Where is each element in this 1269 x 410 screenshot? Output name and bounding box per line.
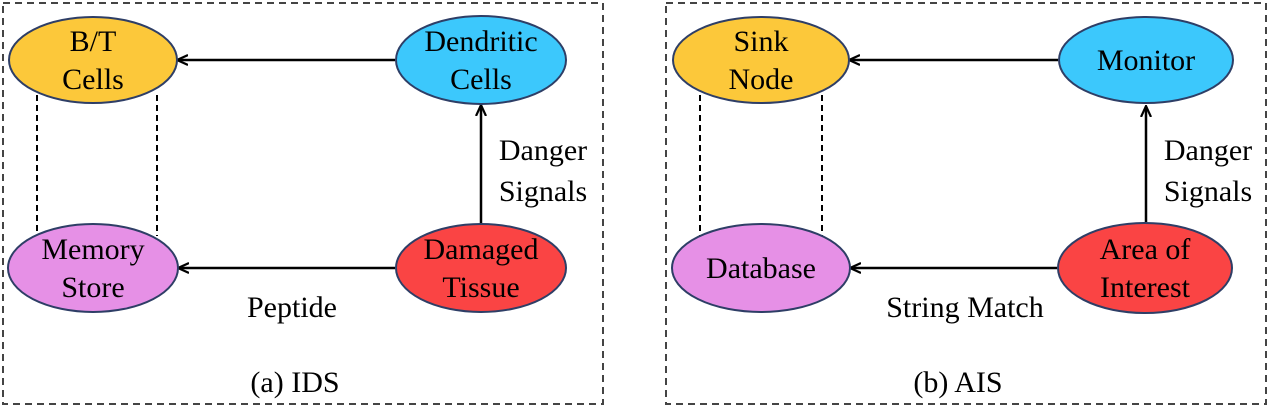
node-bottom-left: Database <box>671 223 851 313</box>
edge-label-vertical: Signals <box>1164 175 1252 208</box>
node-label: Dendritic <box>424 25 537 58</box>
node-ellipse <box>7 223 179 313</box>
node-label: Node <box>729 63 794 96</box>
panel-caption: (a) IDS <box>250 366 339 399</box>
node-label: Area of <box>1100 233 1191 266</box>
node-ellipse <box>395 15 567 105</box>
node-label: Sink <box>733 25 788 58</box>
panel-dashed-border <box>665 2 1267 405</box>
edge-label-bottom: Peptide <box>247 291 337 324</box>
node-ellipse <box>1057 222 1233 314</box>
node-label: Memory <box>41 233 144 266</box>
panel-caption: (b) AIS <box>913 366 1002 399</box>
node-ellipse <box>671 223 851 313</box>
node-label: Damaged <box>424 233 539 266</box>
node-label: Monitor <box>1097 44 1195 77</box>
node-ellipse <box>395 223 567 313</box>
panel-dashed-border <box>2 2 604 405</box>
node-label: Tissue <box>442 271 519 304</box>
edge-label-vertical: Danger <box>1164 134 1252 167</box>
node-bottom-right: Area of Interest <box>1057 222 1233 314</box>
node-top-right: Monitor <box>1058 16 1234 104</box>
panel-ids: B/TCellsDendriticCellsMemoryStoreDamaged… <box>2 2 604 405</box>
node-ellipse <box>672 16 850 104</box>
node-ellipse <box>8 16 178 104</box>
node-label: Interest <box>1100 271 1191 304</box>
node-label: Cells <box>62 63 124 96</box>
edge-label-vertical: Danger <box>499 134 587 167</box>
edge-label-vertical: Signals <box>499 175 587 208</box>
node-top-left: B/T Cells <box>8 16 178 104</box>
node-label: B/T <box>70 25 117 58</box>
node-ellipse <box>1058 16 1234 104</box>
edge-label-bottom: String Match <box>886 291 1044 324</box>
node-label: Store <box>61 271 124 304</box>
node-label: Database <box>706 252 816 285</box>
node-label: Cells <box>450 63 512 96</box>
